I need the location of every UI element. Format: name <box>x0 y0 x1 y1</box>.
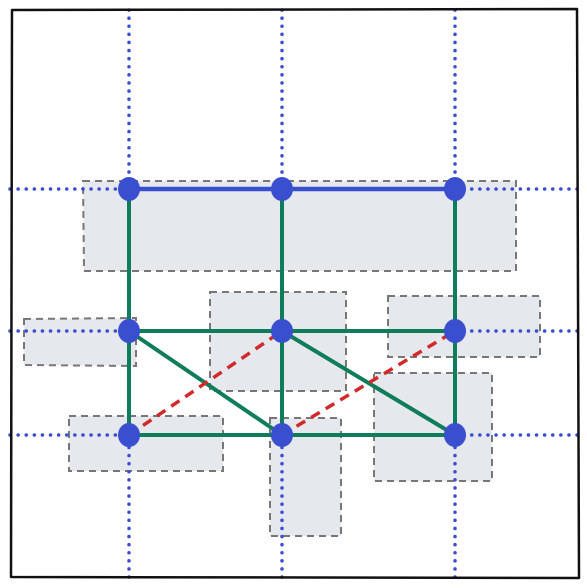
node-dot <box>444 319 466 343</box>
gray-rectangle <box>373 372 493 482</box>
green-edge <box>280 329 457 437</box>
node-dot <box>444 177 466 201</box>
node-dot <box>118 177 140 201</box>
node-dot <box>118 319 140 343</box>
node-dot <box>444 423 466 447</box>
gray-rectangle <box>81 180 517 272</box>
node-dot <box>271 423 293 447</box>
gray-rectangle <box>269 417 342 537</box>
node-dot <box>271 319 293 343</box>
node-dot <box>118 423 140 447</box>
nodes-layer <box>118 177 466 447</box>
edges-layer <box>126 186 458 437</box>
node-dot <box>271 177 293 201</box>
outer-frame <box>9 7 581 580</box>
gray-rectangle <box>23 316 137 368</box>
rectangles-layer <box>23 180 541 537</box>
dashed-red-edge <box>128 329 283 437</box>
gray-rectangle <box>68 415 224 472</box>
